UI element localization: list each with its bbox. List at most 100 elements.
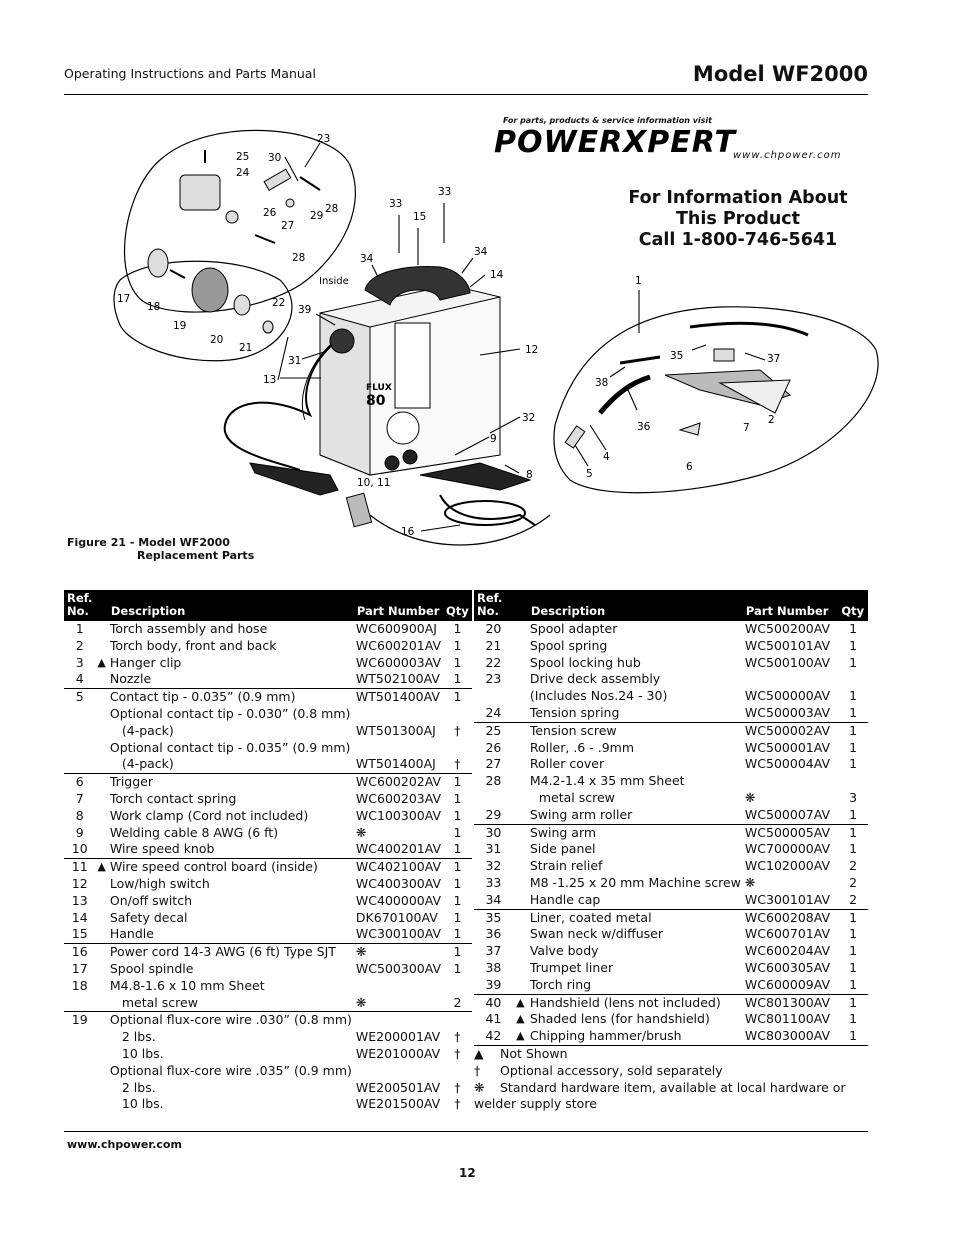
- ref-number: 26: [485, 739, 502, 755]
- col-ref: Ref. No.: [474, 590, 513, 621]
- part-description: 10 lbs.: [121, 1096, 164, 1112]
- ref-number: 13: [71, 892, 88, 908]
- quantity: †: [454, 1079, 461, 1095]
- quantity: 1: [849, 688, 858, 704]
- callout-23: 23: [317, 133, 330, 145]
- callout-31: 31: [288, 355, 301, 367]
- part-description: Swan neck w/diffuser: [529, 926, 663, 942]
- torch-parts: [564, 321, 809, 449]
- note-optional: †Optional accessory, sold separately: [474, 1063, 868, 1080]
- part-number: ❋: [355, 824, 367, 840]
- quantity: 1: [849, 806, 858, 822]
- part-description: 2 lbs.: [121, 1079, 156, 1095]
- ref-number: 20: [485, 621, 502, 636]
- part-number: WE201000AV: [355, 1045, 441, 1061]
- ref-number: [64, 1063, 95, 1080]
- part-description: Optional contact tip - 0.035” (0.9 mm): [109, 739, 351, 755]
- parts-row: 10 lbs.WE201000AV†: [64, 1046, 472, 1063]
- part-number: ❋: [744, 789, 756, 805]
- quantity: 2: [849, 891, 858, 907]
- part-description: (4-pack): [121, 756, 174, 772]
- part-description: Chipping hammer/brush: [529, 1028, 682, 1044]
- part-number: WC600204AV: [744, 943, 831, 959]
- part-number: WE200001AV: [355, 1029, 441, 1045]
- not-shown-marker: [512, 908, 528, 927]
- callout-25: 25: [236, 151, 249, 163]
- callout-19: 19: [173, 320, 186, 332]
- ref-number: 34: [485, 891, 502, 907]
- svg-text:FLUX: FLUX: [366, 383, 392, 393]
- part-description: (4-pack): [121, 722, 174, 738]
- not-shown-marker: [95, 756, 107, 773]
- ref-number: 14: [71, 909, 88, 925]
- spool-parts: [147, 248, 274, 334]
- torch-gun: [249, 462, 339, 496]
- not-shown-marker: ▲: [512, 993, 528, 1012]
- part-number: WC400000AV: [355, 892, 442, 908]
- ref-number: 11: [64, 858, 96, 876]
- not-shown-marker: [513, 926, 528, 943]
- quantity: 1: [453, 637, 462, 653]
- not-shown-marker: [513, 790, 528, 807]
- part-description: Optional contact tip - 0.030” (0.8 mm): [109, 705, 351, 721]
- ref-number: 8: [75, 807, 84, 823]
- part-number: ❋: [744, 874, 756, 890]
- part-number: WC400300AV: [355, 875, 442, 891]
- part-number: WC500003AV: [744, 704, 831, 720]
- part-description: Hanger clip: [109, 654, 182, 670]
- part-description: metal screw: [121, 994, 198, 1010]
- not-shown-marker: [95, 638, 107, 655]
- quantity: 1: [838, 823, 868, 842]
- ref-number: 18: [71, 977, 88, 993]
- callout-12: 12: [525, 344, 538, 356]
- quantity: †: [454, 722, 461, 738]
- quantity: 1: [453, 892, 462, 908]
- not-shown-marker: [95, 961, 107, 978]
- figure-caption-1: Figure 21 - Model WF2000: [67, 536, 230, 549]
- quantity: †: [454, 1029, 461, 1045]
- ref-number: 29: [485, 806, 502, 822]
- callout-38: 38: [595, 377, 608, 389]
- part-number: WC500002AV: [742, 721, 839, 740]
- not-shown-marker: [513, 671, 528, 688]
- part-number: [354, 978, 443, 995]
- not-shown-marker: [95, 671, 107, 688]
- ref-number: 35: [474, 908, 513, 927]
- part-description: metal screw: [538, 789, 615, 805]
- part-number: WC500001AV: [744, 739, 831, 755]
- logo-url: www.chpower.com: [733, 150, 842, 161]
- quantity: [443, 706, 472, 723]
- quantity: 1: [443, 688, 472, 706]
- quantity: 1: [849, 654, 858, 670]
- callout-29: 29: [310, 210, 323, 222]
- part-number: WC700000AV: [744, 841, 831, 857]
- quantity: 1: [838, 908, 868, 927]
- manual-title: Operating Instructions and Parts Manual: [64, 66, 316, 81]
- ref-number: 39: [485, 976, 502, 992]
- quantity: 1: [849, 926, 858, 942]
- part-description: Valve body: [529, 943, 599, 959]
- parts-row: Optional contact tip - 0.030” (0.8 mm): [64, 706, 472, 723]
- ref-number: [64, 1080, 95, 1097]
- ref-number: 27: [485, 756, 502, 772]
- part-number: [354, 706, 443, 723]
- ref-number: [474, 790, 513, 807]
- not-shown-marker: [513, 858, 528, 875]
- part-description: Torch contact spring: [109, 790, 237, 806]
- col-part: Part Number: [742, 590, 839, 621]
- part-description: Torch assembly and hose: [109, 621, 268, 636]
- quantity: 1: [849, 637, 858, 653]
- ref-number: [64, 1029, 95, 1046]
- drive-deck-outline: [123, 129, 356, 313]
- part-number: WC600202AV: [353, 773, 444, 791]
- quantity: 1: [453, 960, 462, 976]
- ref-number: 17: [71, 960, 88, 976]
